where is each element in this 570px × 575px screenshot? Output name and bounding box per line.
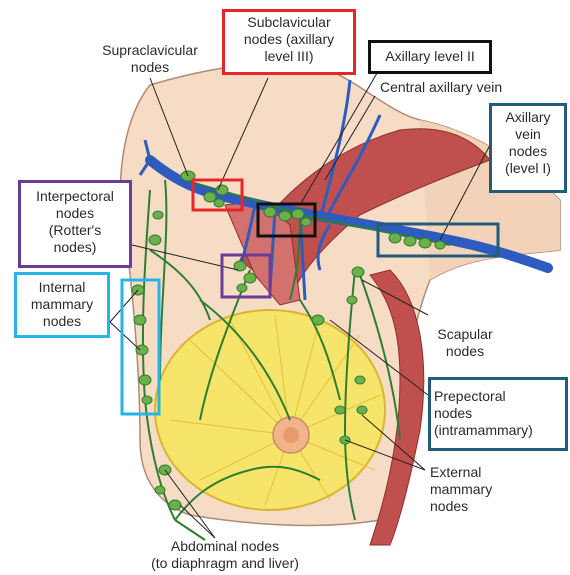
subclavicular-label: Subclavicular nodes (axillary level III) — [222, 14, 356, 65]
axillary-vein-nodes-label: Axillary vein nodes (level I) — [489, 109, 567, 177]
nipple — [283, 427, 299, 443]
scapular-label: Scapular nodes — [425, 326, 505, 360]
external-mammary-label: External mammary nodes — [430, 464, 550, 515]
interpectoral-label: Interpectoral nodes (Rotter's nodes) — [18, 188, 132, 256]
prepectoral-label: Prepectoral nodes (intramammary) — [434, 388, 566, 439]
axillary-level-ii-label: Axillary level II — [368, 48, 492, 65]
breast-tissue — [155, 310, 385, 510]
internal-mammary-label: Internal mammary nodes — [14, 279, 110, 330]
central-axillary-vein-label: Central axillary vein — [380, 79, 550, 96]
abdominal-label: Abdominal nodes (to diaphragm and liver) — [115, 538, 335, 572]
supraclavicular-label: Supraclavicular nodes — [80, 42, 220, 76]
